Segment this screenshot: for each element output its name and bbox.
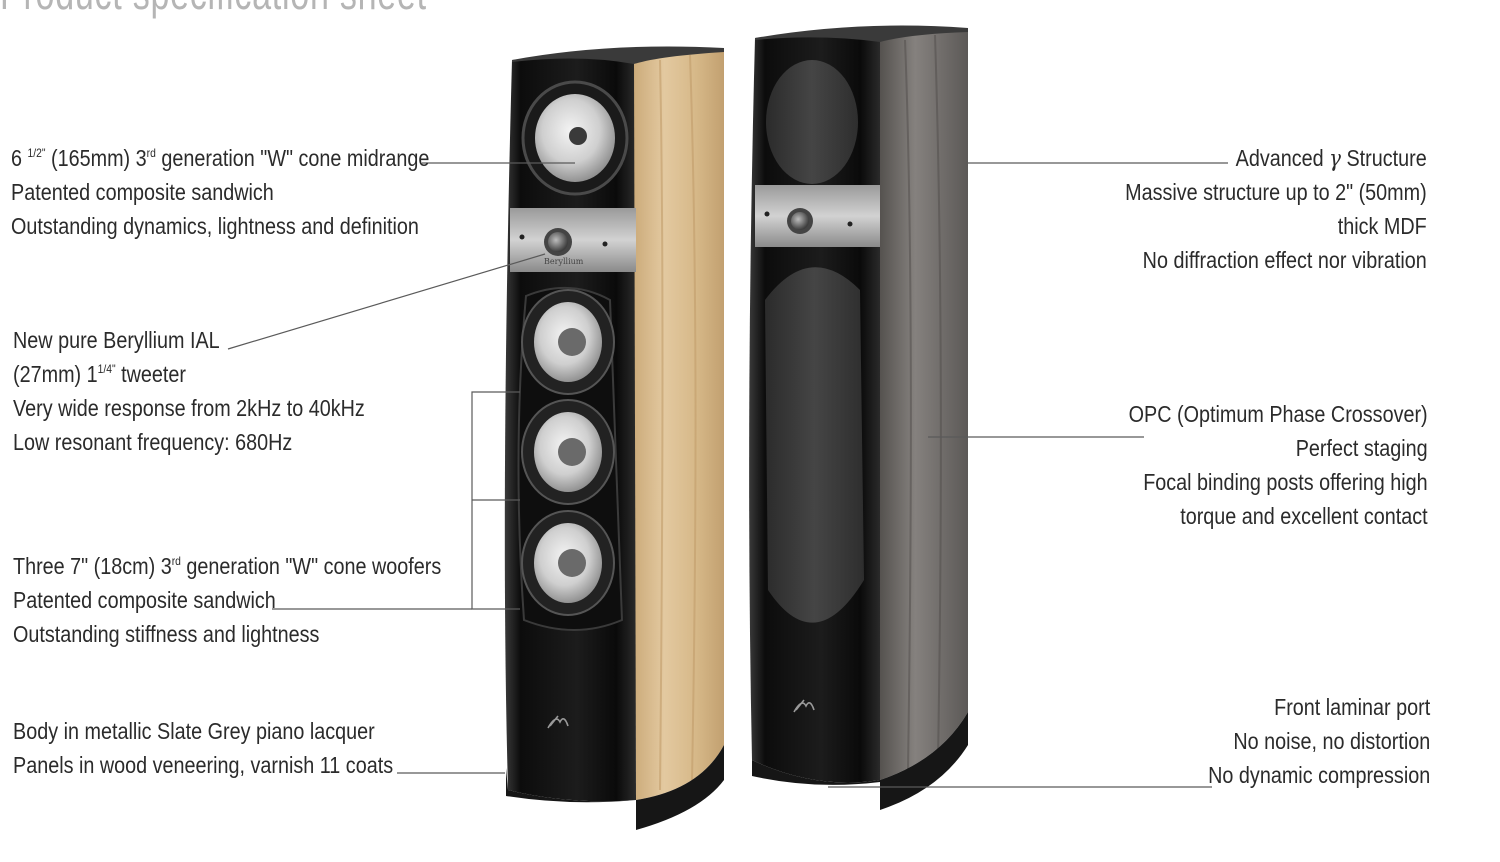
tweeter-plate [510,208,636,272]
feature-line: New pure Beryllium IAL [13,327,220,353]
feature-line: Body in metallic Slate Grey piano lacque… [13,718,375,744]
feature-line: Panels in wood veneering, varnish 11 coa… [13,752,394,778]
feature-midrange: 6 1/2" (165mm) 3rd generation "W" cone m… [11,141,497,243]
feature-line: Massive structure up to 2" (50mm) [1125,179,1427,205]
feature-line: Three 7" (18cm) 3rd generation "W" cone … [13,553,442,579]
feature-body: Body in metallic Slate Grey piano lacque… [13,714,455,782]
tweeter-icon [787,208,813,234]
feature-line: OPC (Optimum Phase Crossover) [1129,401,1428,427]
feature-line: (27mm) 11/4" tweeter [13,361,187,387]
feature-line: No dynamic compression [1207,762,1430,788]
leader-lines [227,162,1228,788]
feature-line: thick MDF [1337,213,1427,239]
feature-line: Advanced γ Structure [1235,145,1427,172]
midrange-driver-icon [521,80,629,196]
grille-icon [766,60,858,184]
feature-line: Patented composite sandwich [11,179,274,205]
feature-line: Outstanding dynamics, lightness and defi… [11,213,419,239]
feature-line: torque and excellent contact [1180,503,1428,529]
feature-line: Perfect staging [1296,435,1428,461]
speaker-grille-view [749,25,968,810]
feature-line: No diffraction effect nor vibration [1142,247,1427,273]
feature-tweeter: New pure Beryllium IAL (27mm) 11/4" twee… [13,323,422,459]
badge-text: Beryllium [544,257,584,266]
grille-icon [765,267,864,623]
leader-line-tweeter [227,253,546,350]
focal-logo-icon [793,699,815,713]
page-title: Product specification sheet [0,0,427,20]
feature-crossover: OPC (Optimum Phase Crossover) Perfect st… [1080,397,1428,533]
tweeter-plate [755,185,880,247]
feature-line: Outstanding stiffness and lightness [13,621,320,647]
feature-line: 6 1/2" (165mm) 3rd generation "W" cone m… [11,145,430,171]
speaker-front-view: Beryllium [504,46,724,830]
feature-line: No noise, no distortion [1233,728,1430,754]
feature-line: Low resonant frequency: 680Hz [13,429,293,455]
feature-woofers: Three 7" (18cm) 3rd generation "W" cone … [13,549,511,651]
gamma-symbol: γ [1329,146,1342,172]
wood-side-panel [880,31,968,780]
woofer-driver-icon [521,289,615,395]
wood-side-panel [632,50,724,800]
woofer-driver-icon [521,510,615,616]
feature-line: Front laminar port [1273,694,1430,720]
feature-line: Focal binding posts offering high [1143,469,1428,495]
feature-line: Patented composite sandwich [13,587,276,613]
woofer-driver-icon [521,399,615,505]
feature-port: Front laminar port No noise, no distorti… [1172,690,1430,792]
tweeter-icon [544,228,572,256]
feature-line: Very wide response from 2kHz to 40kHz [13,395,365,421]
feature-structure: Advanced γ Structure Massive structure u… [1076,141,1427,277]
focal-logo-icon [547,715,569,729]
